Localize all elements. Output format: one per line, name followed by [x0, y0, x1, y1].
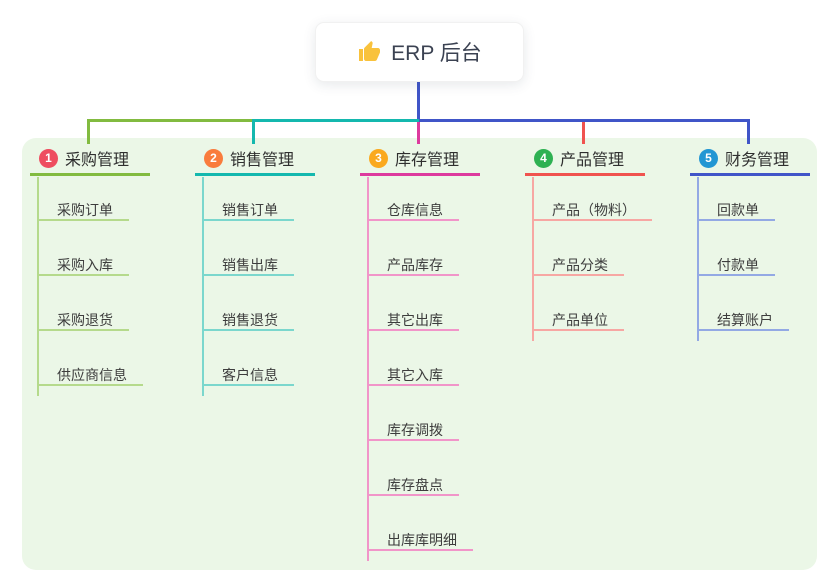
branch-number-badge: 4	[534, 148, 553, 168]
child-node[interactable]: 其它出库	[367, 309, 459, 331]
child-node[interactable]: 产品分类	[532, 254, 624, 276]
child-node[interactable]: 出库库明细	[367, 529, 473, 551]
child-node[interactable]: 结算账户	[697, 309, 789, 331]
branch-title: 产品管理	[560, 152, 625, 169]
branch-number-badge: 5	[699, 148, 718, 168]
child-node[interactable]: 其它入库	[367, 364, 459, 386]
connector-horizontal-sales	[252, 119, 419, 122]
child-node[interactable]: 销售订单	[202, 199, 294, 221]
branches-panel	[22, 138, 817, 570]
branch-header-product[interactable]: 4 产品管理	[525, 147, 645, 176]
branch-vline-finance	[697, 177, 699, 341]
child-node[interactable]: 销售出库	[202, 254, 294, 276]
branch-number-badge: 1	[39, 148, 58, 168]
child-node[interactable]: 采购入库	[37, 254, 129, 276]
branch-title: 销售管理	[230, 152, 295, 169]
child-node[interactable]: 客户信息	[202, 364, 294, 386]
connector-horizontal-purchase	[87, 119, 253, 122]
child-node[interactable]: 回款单	[697, 199, 775, 221]
branch-vline-purchase	[37, 177, 39, 396]
child-node[interactable]: 供应商信息	[37, 364, 143, 386]
child-node[interactable]: 库存盘点	[367, 474, 459, 496]
branch-number-badge: 2	[204, 148, 223, 168]
branch-title: 采购管理	[65, 152, 130, 169]
child-node[interactable]: 产品（物料）	[532, 199, 652, 221]
branch-vline-product	[532, 177, 534, 341]
child-node[interactable]: 采购订单	[37, 199, 129, 221]
child-node[interactable]: 销售退货	[202, 309, 294, 331]
child-node[interactable]: 采购退货	[37, 309, 129, 331]
branch-title: 财务管理	[725, 152, 790, 169]
root-label: ERP 后台	[391, 42, 482, 65]
branch-number-badge: 3	[369, 148, 388, 168]
connector-horizontal-finance	[419, 119, 750, 122]
connector-stub-purchase	[87, 119, 90, 144]
branch-title: 库存管理	[395, 152, 460, 169]
child-node[interactable]: 库存调拨	[367, 419, 459, 441]
branch-header-purchase[interactable]: 1 采购管理	[30, 147, 150, 176]
thumbs-up-icon	[357, 40, 381, 64]
branch-vline-sales	[202, 177, 204, 396]
branch-header-finance[interactable]: 5 财务管理	[690, 147, 810, 176]
child-node[interactable]: 产品单位	[532, 309, 624, 331]
connector-stub-inventory	[417, 119, 420, 144]
branch-vline-inventory	[367, 177, 369, 561]
connector-stub-finance	[747, 119, 750, 144]
branch-header-sales[interactable]: 2 销售管理	[195, 147, 315, 176]
connector-stub-sales	[252, 119, 255, 144]
root-connector-line	[417, 82, 420, 120]
child-node[interactable]: 产品库存	[367, 254, 459, 276]
connector-stub-product	[582, 119, 585, 144]
child-node[interactable]: 付款单	[697, 254, 775, 276]
root-node[interactable]: ERP 后台	[315, 22, 524, 82]
child-node[interactable]: 仓库信息	[367, 199, 459, 221]
branch-header-inventory[interactable]: 3 库存管理	[360, 147, 480, 176]
